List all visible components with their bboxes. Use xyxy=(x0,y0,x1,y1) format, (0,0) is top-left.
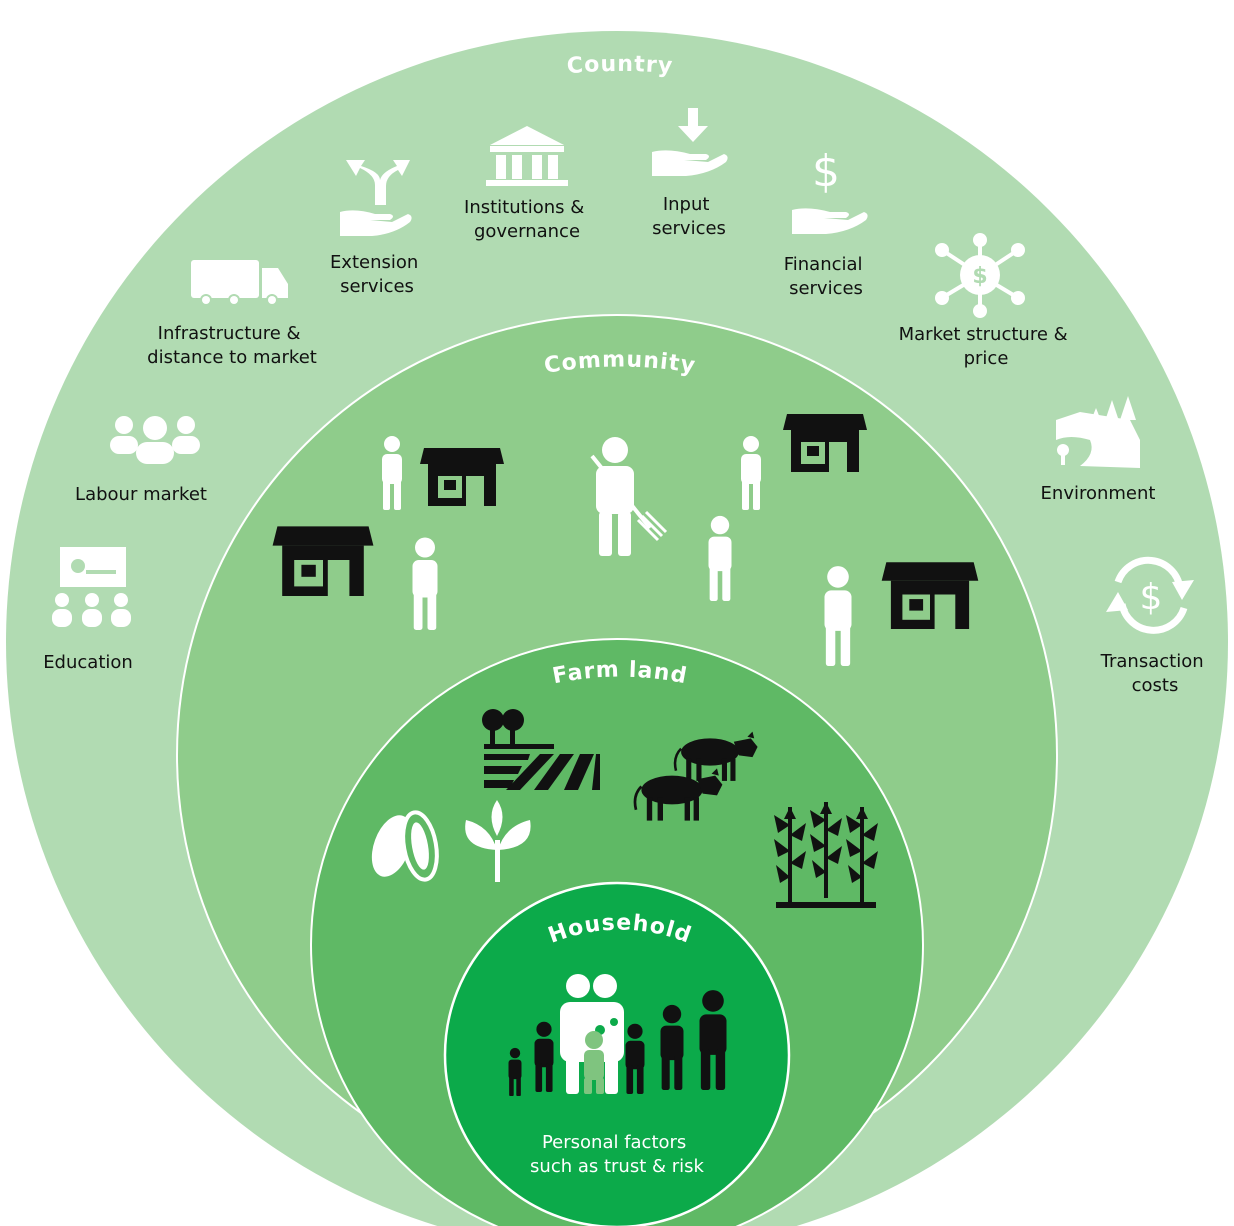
svg-text:$: $ xyxy=(972,264,987,289)
label-extension: Extension services xyxy=(330,252,424,297)
label-institutions: Institutions & governance xyxy=(464,197,590,242)
label-market-structure: Market structure & price xyxy=(899,324,1074,369)
field-with-trees-icon xyxy=(482,709,600,790)
house-icon xyxy=(881,562,979,629)
country-title: Country xyxy=(566,52,674,79)
house-icon xyxy=(783,414,867,472)
group-of-people-icon xyxy=(110,416,200,464)
dollar-cycle-icon: $ xyxy=(1106,556,1194,634)
svg-text:$: $ xyxy=(1140,577,1163,618)
label-infrastructure: Infrastructure & distance to market xyxy=(147,323,317,368)
household-caption: Personal factors such as trust & risk xyxy=(530,1132,705,1177)
label-environment: Environment xyxy=(1041,483,1156,504)
market-network-icon: $ xyxy=(935,233,1025,318)
classroom-icon xyxy=(52,547,131,627)
hand-with-dollar-icon: $ xyxy=(792,146,868,234)
family-icon xyxy=(508,974,727,1096)
label-labour-market: Labour market xyxy=(75,484,207,505)
label-financial: Financial services xyxy=(784,254,869,299)
label-transaction: Transaction costs xyxy=(1100,651,1210,696)
government-building-icon xyxy=(486,126,568,186)
cocoa-pod-icon xyxy=(371,810,439,882)
house-icon xyxy=(272,526,374,596)
label-input: Input services xyxy=(652,194,726,239)
house-icon xyxy=(420,448,504,506)
truck-icon xyxy=(191,260,288,306)
maize-ground xyxy=(776,902,876,908)
landscape-icon xyxy=(1056,396,1140,468)
svg-text:$: $ xyxy=(812,146,840,197)
seedling-icon xyxy=(465,800,531,882)
hand-receiving-icon xyxy=(652,108,728,176)
label-education: Education xyxy=(43,652,133,673)
hand-with-arrows-icon xyxy=(340,160,412,236)
farmer-with-pitchfork-icon xyxy=(590,437,668,556)
